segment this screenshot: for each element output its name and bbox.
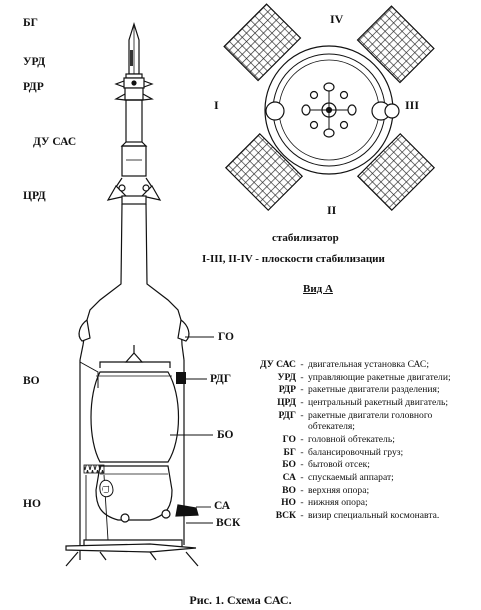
label-bg: БГ — [23, 17, 38, 29]
legend: ДУ САС-двигательная установка САС;УРД-уп… — [252, 359, 478, 523]
legend-text: двигательная установка САС; — [308, 359, 429, 370]
legend-abbr: НО — [281, 497, 296, 509]
label-crd: ЦРД — [23, 190, 46, 202]
legend-text: центральный ракетный двигатель; — [308, 397, 449, 409]
stabilizer-panel-lower-right — [356, 132, 436, 212]
legend-dash: - — [300, 446, 304, 458]
legend-abbr: ВСК — [275, 510, 296, 522]
legend-dash: - — [300, 484, 304, 496]
stabilizer-caption: стабилизатор — [272, 232, 339, 244]
legend-row: ДУ САС-двигательная установка САС; — [252, 359, 478, 370]
central-engine-nozzles — [106, 177, 162, 205]
label-no: НО — [23, 498, 41, 510]
view-a-top — [223, 3, 436, 212]
legend-dash: - — [300, 397, 304, 409]
legend-row: ГО-головной обтекатель; — [252, 434, 478, 445]
legend-row: УРД-управляющие ракетные двигатели; — [252, 372, 478, 383]
label-bo: БО — [217, 429, 234, 441]
legend-abbr: СА — [282, 472, 296, 484]
stabilizer-panel-upper-left — [223, 3, 302, 82]
legend-dash: - — [300, 433, 304, 445]
legend-abbr: УРД — [277, 371, 296, 383]
legend-dash: - — [300, 359, 304, 370]
plane-iii-label: III — [405, 98, 420, 112]
label-go: ГО — [218, 331, 234, 343]
legend-text: ракетные двигатели разделения; — [308, 384, 440, 396]
legend-abbr: ВО — [282, 484, 296, 496]
stabilizer-panel-upper-right — [356, 5, 435, 84]
label-du-sas: ДУ САС — [33, 136, 77, 148]
legend-text: верхняя опора; — [308, 484, 370, 496]
legend-dash: - — [300, 371, 304, 383]
view-a-title: Вид А — [303, 283, 333, 295]
legend-dash: - — [300, 510, 304, 522]
figure-caption: Рис. 1. Схема САС. — [189, 593, 292, 607]
legend-row: ВО-верхняя опора; — [252, 485, 478, 496]
stabilizer-panel-lower-left — [224, 132, 304, 212]
label-urd: УРД — [23, 56, 46, 68]
control-engines — [114, 77, 154, 89]
legend-dash: - — [300, 384, 304, 396]
legend-text: визир специальный космонавта. — [308, 510, 440, 522]
legend-dash: - — [300, 472, 304, 484]
plane-iv-label: IV — [330, 12, 344, 26]
legend-dash: - — [300, 497, 304, 509]
legend-text: ракетные двигатели головного обтекателя; — [308, 409, 433, 433]
legend-text: нижняя опора; — [308, 497, 368, 509]
label-vo: ВО — [23, 375, 40, 387]
legend-row: ЦРД-центральный ракетный двигатель; — [252, 397, 478, 408]
label-rdg: РДГ — [210, 373, 232, 385]
legend-row: ВСК-визир специальный космонавта. — [252, 510, 478, 521]
label-vsk: ВСК — [216, 517, 241, 529]
legend-text: бытовой отсек; — [308, 459, 370, 471]
legend-row: БГ-балансировочный груз; — [252, 447, 478, 458]
legend-row: РДР-ракетные двигатели разделения; — [252, 384, 478, 395]
legend-text: балансировочный груз; — [308, 446, 404, 458]
plane-ii-label: II — [327, 203, 337, 217]
legend-abbr: ДУ САС — [260, 359, 296, 370]
legend-text: спускаемый аппарат; — [308, 472, 394, 484]
fairing-body — [65, 203, 199, 567]
legend-text: головной обтекатель; — [308, 433, 395, 445]
stabilization-planes-caption: I-III, II-IV - плоскости стабилизации — [202, 253, 385, 265]
rocket-side-view — [65, 21, 199, 567]
plane-i-label: I — [214, 98, 219, 112]
legend-row: НО-нижняя опора; — [252, 497, 478, 508]
legend-abbr: РДР — [278, 384, 296, 396]
legend-abbr: ГО — [282, 433, 296, 445]
legend-abbr: БГ — [283, 446, 296, 458]
legend-row: БО-бытовой отсек; — [252, 459, 478, 470]
legend-row: РДГ-ракетные двигатели головного обтекат… — [252, 410, 478, 433]
escape-motor-tube — [120, 99, 148, 177]
legend-abbr: РДГ — [278, 409, 296, 421]
label-sa: СА — [214, 500, 231, 512]
label-rdr: РДР — [23, 81, 44, 93]
legend-abbr: БО — [282, 459, 296, 471]
legend-abbr: ЦРД — [277, 397, 296, 409]
central-engine-cluster — [301, 82, 357, 138]
legend-dash: - — [300, 409, 304, 421]
legend-text: управляющие ракетные двигатели; — [308, 371, 451, 383]
legend-row: СА-спускаемый аппарат; — [252, 472, 478, 483]
legend-dash: - — [300, 459, 304, 471]
